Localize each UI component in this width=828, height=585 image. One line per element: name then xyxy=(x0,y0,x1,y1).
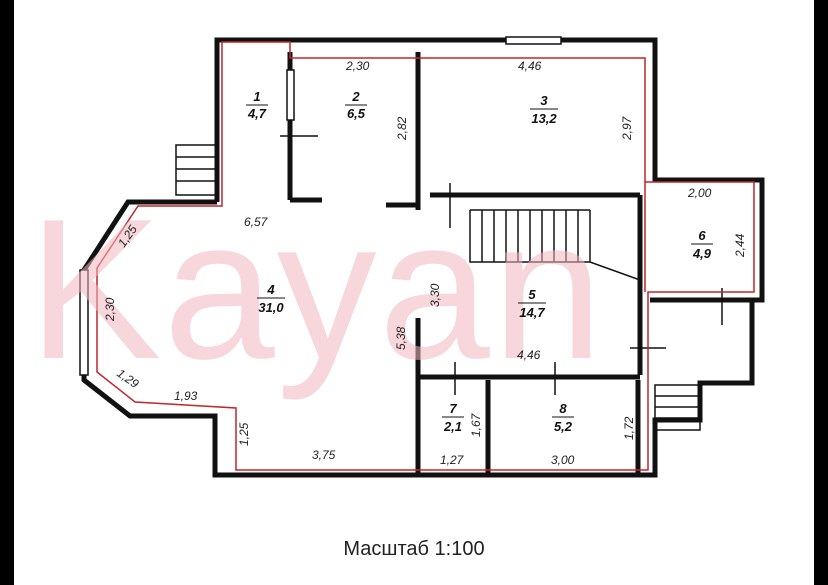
room-6: 6 4,9 xyxy=(691,228,713,261)
room-area: 4,9 xyxy=(692,246,712,261)
dimension-label: 1,25 xyxy=(237,422,251,446)
dimension-label: 2,30 xyxy=(103,297,117,322)
room-area: 4,7 xyxy=(247,106,267,121)
room-area: 5,2 xyxy=(554,419,573,434)
window-room3 xyxy=(505,36,562,45)
scale-label: Масштаб 1:100 xyxy=(343,538,485,560)
dimension-label: 6,57 xyxy=(244,215,269,229)
dimension-label: 3,30 xyxy=(428,283,442,307)
room-area: 14,7 xyxy=(519,305,545,320)
dimension-label: 2,00 xyxy=(687,186,712,200)
openings xyxy=(79,36,723,395)
staircase xyxy=(175,144,701,431)
room-5: 5 14,7 xyxy=(518,287,546,320)
dimension-label: 3,75 xyxy=(312,448,336,462)
room-number: 4 xyxy=(266,282,275,297)
room-area: 6,5 xyxy=(347,106,366,121)
room-area: 2,1 xyxy=(443,419,462,434)
room-4: 4 31,0 xyxy=(257,282,285,315)
dimension-label: 4,46 xyxy=(517,348,541,362)
room-outlines xyxy=(96,41,755,471)
room-labels: 1 4,7 2 6,5 3 13,2 4 31,0 5 14,7 6 4,9 xyxy=(246,89,713,434)
dimension-label: 1,72 xyxy=(622,416,636,440)
watermark-text: Kayan xyxy=(28,178,605,401)
dimension-label: 2,44 xyxy=(733,233,747,258)
room-number: 6 xyxy=(698,228,706,243)
dimension-label: 1,27 xyxy=(440,453,465,467)
room-number: 2 xyxy=(351,89,360,104)
window-bay xyxy=(79,269,89,376)
room-number: 8 xyxy=(559,401,567,416)
left-frame-bar xyxy=(0,0,14,585)
dimension-label: 2,97 xyxy=(620,115,634,141)
right-frame-bar xyxy=(814,0,828,585)
porch-steps-left xyxy=(175,144,218,196)
room-number: 5 xyxy=(528,287,536,302)
dimension-label: 1,93 xyxy=(174,389,198,403)
room-number: 7 xyxy=(449,401,457,416)
window-room1 xyxy=(286,69,295,121)
room-outline-main xyxy=(96,41,755,471)
room-2: 2 6,5 xyxy=(345,89,367,121)
dimension-label: 1,67 xyxy=(469,412,483,437)
dimension-label: 5,38 xyxy=(394,326,408,350)
room-number: 3 xyxy=(540,93,548,108)
dimension-label: 2,30 xyxy=(345,59,370,73)
room-8: 8 5,2 xyxy=(552,401,574,434)
dimension-label: 4,46 xyxy=(518,59,542,73)
dimension-label: 3,00 xyxy=(551,453,575,467)
room-area: 13,2 xyxy=(531,111,557,126)
room-number: 1 xyxy=(253,89,260,104)
dimension-label: 2,82 xyxy=(395,116,409,141)
room-area: 31,0 xyxy=(258,300,284,315)
room-3: 3 13,2 xyxy=(530,93,558,126)
room-7: 7 2,1 xyxy=(442,401,464,434)
room-1: 1 4,7 xyxy=(246,89,268,121)
